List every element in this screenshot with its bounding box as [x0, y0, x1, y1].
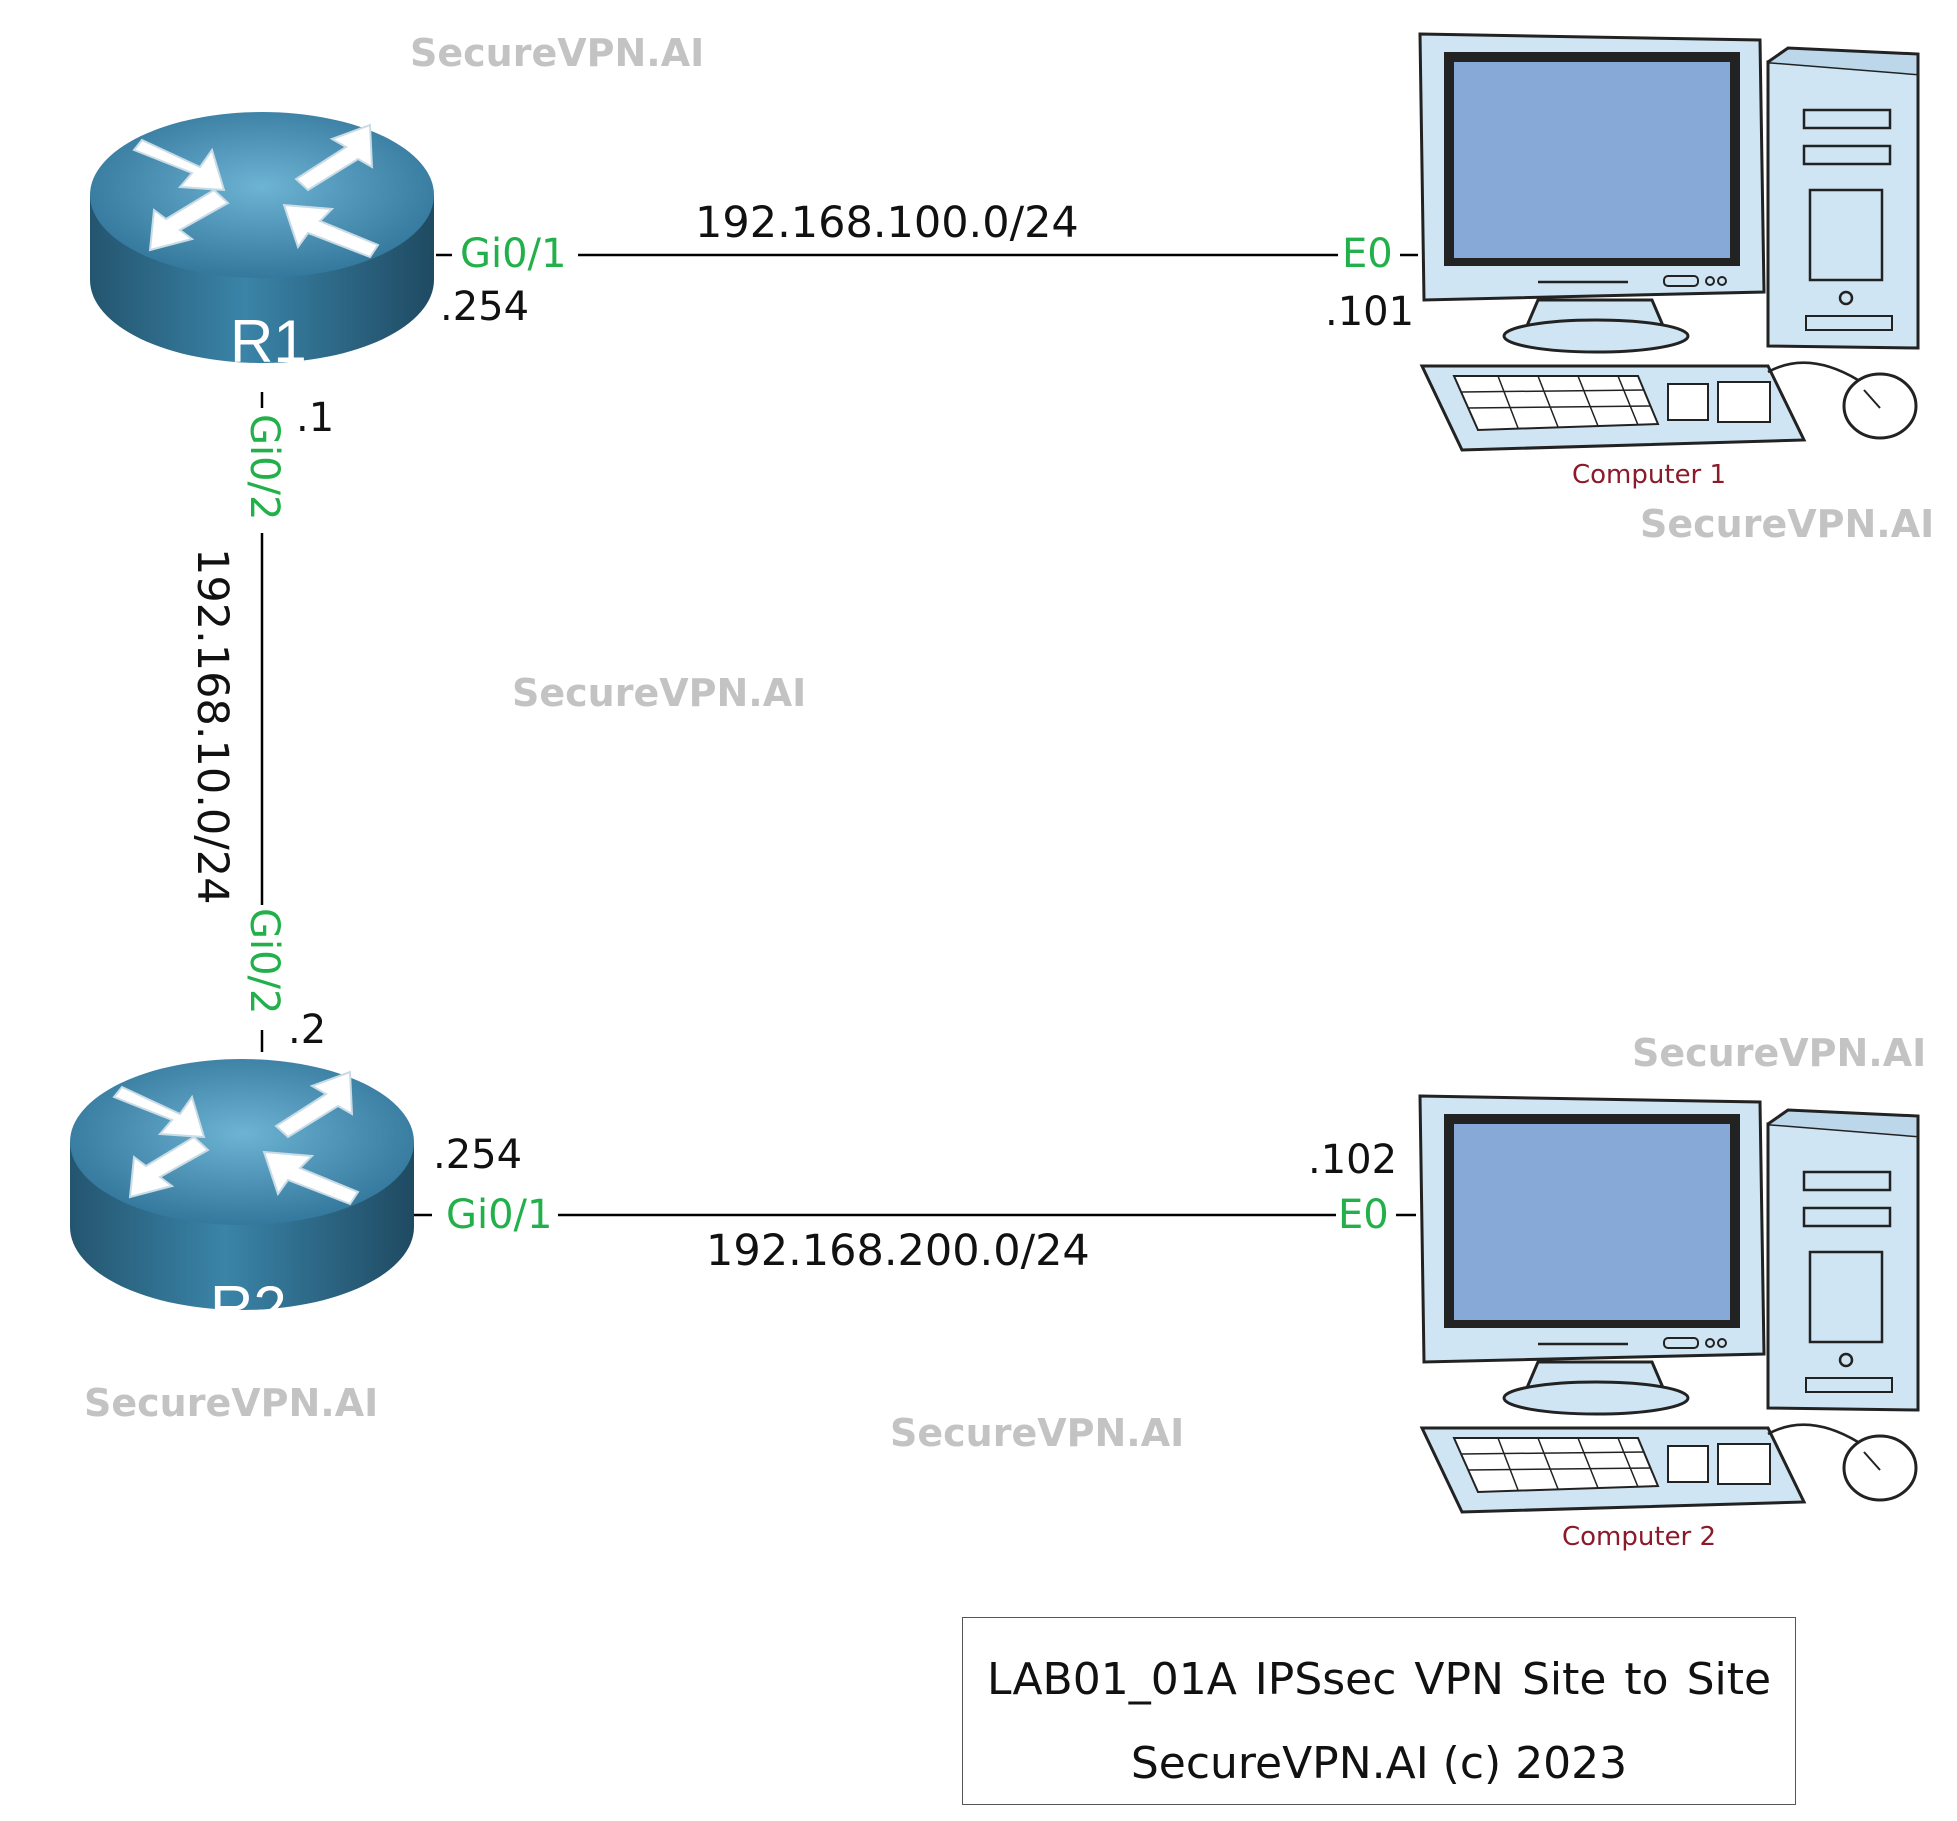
watermark-text: SecureVPN.AI — [1640, 502, 1935, 546]
router-r1-icon — [90, 112, 434, 363]
computer-2-icon — [1418, 1094, 1920, 1514]
watermark-text: SecureVPN.AI — [512, 671, 807, 715]
r2-gi0-2-interface: Gi0/2 — [241, 908, 287, 1015]
r1-gi0-1-address: .254 — [440, 284, 530, 330]
watermark-text: SecureVPN.AI — [410, 31, 705, 75]
r1-gi0-1-interface: Gi0/1 — [460, 231, 567, 277]
r2-gi0-1-address: .254 — [433, 1132, 523, 1178]
r2-gi0-2-address: .2 — [288, 1007, 327, 1053]
computer-2-caption: Computer 2 — [1562, 1522, 1717, 1552]
pc2-e0-address: .102 — [1308, 1137, 1398, 1183]
router-r2-icon — [70, 1059, 414, 1310]
network-192-168-200-label: 192.168.200.0/24 — [706, 1226, 1090, 1276]
router-r1-name: R1 — [230, 308, 307, 375]
r1-gi0-2-address: .1 — [296, 395, 335, 441]
watermark-text: SecureVPN.AI — [1632, 1031, 1927, 1075]
network-192-168-10-label: 192.168.10.0/24 — [187, 548, 237, 905]
r2-gi0-1-interface: Gi0/1 — [446, 1192, 553, 1238]
watermark-text: SecureVPN.AI — [890, 1411, 1185, 1455]
pc2-e0-interface: E0 — [1338, 1192, 1389, 1238]
computer-1-icon — [1418, 32, 1920, 452]
lab-title: LAB01_01A IPSsec VPN Site to Site — [986, 1654, 1772, 1705]
network-192-168-100-label: 192.168.100.0/24 — [695, 198, 1079, 248]
pc1-e0-interface: E0 — [1342, 231, 1393, 277]
computer-1-caption: Computer 1 — [1572, 460, 1727, 490]
pc1-e0-address: .101 — [1325, 289, 1415, 335]
router-r2-name: R2 — [210, 1274, 287, 1341]
watermark-text: SecureVPN.AI — [84, 1381, 379, 1425]
lab-copyright: SecureVPN.AI (c) 2023 — [1130, 1738, 1628, 1789]
lab-info-box: LAB01_01A IPSsec VPN Site to Site Secure… — [962, 1617, 1796, 1805]
r1-gi0-2-interface: Gi0/2 — [241, 414, 287, 521]
